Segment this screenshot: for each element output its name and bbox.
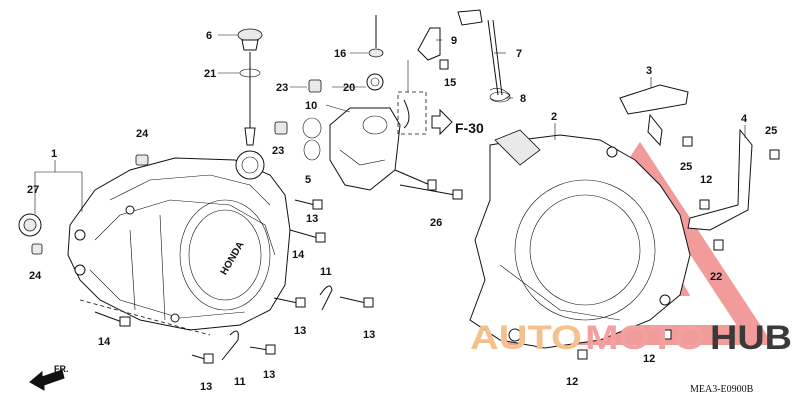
callout-24b: 24	[29, 270, 42, 282]
dowel-pin-part	[31, 154, 149, 255]
callout-1: 1	[51, 148, 57, 160]
callout-10: 10	[305, 100, 317, 112]
callout-27: 27	[27, 184, 39, 196]
callout-4: 4	[741, 113, 748, 125]
callout-12b: 12	[643, 353, 655, 365]
callout-22: 22	[710, 271, 722, 283]
drive-sprocket-cover	[469, 129, 691, 349]
callout-25a: 25	[765, 125, 777, 137]
callout-16: 16	[334, 48, 346, 60]
callout-13a: 13	[306, 213, 318, 225]
front-direction-arrow: FR.	[29, 364, 69, 391]
callout-15: 15	[444, 77, 456, 89]
callout-13b: 13	[294, 325, 306, 337]
callout-13d: 13	[263, 369, 275, 381]
callout-11a: 11	[320, 266, 332, 278]
oil-seal-part	[18, 213, 42, 237]
callout-23a: 23	[276, 82, 288, 94]
watermark-text: AUTO MOTO HUB	[470, 319, 792, 357]
callout-13e: 13	[200, 381, 212, 393]
callout-11b: 11	[234, 376, 246, 388]
callout-labels: 1 2 3 4 5 6 7 8 9 10 11 11 12 12 12 13 1…	[27, 30, 777, 393]
oil-dipstick-part	[237, 28, 263, 146]
clutch-lifter-housing	[274, 73, 463, 200]
bracket-parts	[577, 84, 780, 360]
callout-14a: 14	[292, 249, 305, 261]
bolts-group-left	[94, 199, 374, 364]
section-reference: F-30	[397, 60, 484, 136]
callout-26: 26	[430, 217, 442, 229]
clutch-cover-assembly: HONDA	[67, 150, 291, 336]
callout-12c: 12	[566, 376, 578, 388]
callout-3: 3	[646, 65, 652, 77]
leader-lines	[34, 34, 746, 214]
callout-12a: 12	[700, 174, 712, 186]
callout-23b: 23	[272, 145, 284, 157]
front-direction-label: FR.	[54, 364, 69, 374]
diagram-reference-code: MEA3-E0900B	[690, 384, 754, 395]
watermark-part-2: MOTO	[585, 319, 705, 357]
cable-clip-part	[221, 285, 333, 361]
callout-6: 6	[206, 30, 212, 42]
clutch-arm-parts	[368, 9, 511, 103]
callout-5: 5	[305, 174, 311, 186]
callout-14b: 14	[98, 336, 111, 348]
callout-2: 2	[551, 111, 557, 123]
callout-8: 8	[520, 93, 526, 105]
callout-21: 21	[204, 68, 216, 80]
watermark-part-1: AUTO	[470, 319, 582, 357]
callout-24a: 24	[136, 128, 149, 140]
section-ref-label: F-30	[455, 120, 484, 136]
callout-9: 9	[451, 35, 457, 47]
callout-25b: 25	[680, 161, 692, 173]
callout-20: 20	[343, 82, 355, 94]
callout-13c: 13	[363, 329, 375, 341]
watermark-part-3: HUB	[710, 319, 792, 357]
callout-7: 7	[516, 48, 522, 60]
